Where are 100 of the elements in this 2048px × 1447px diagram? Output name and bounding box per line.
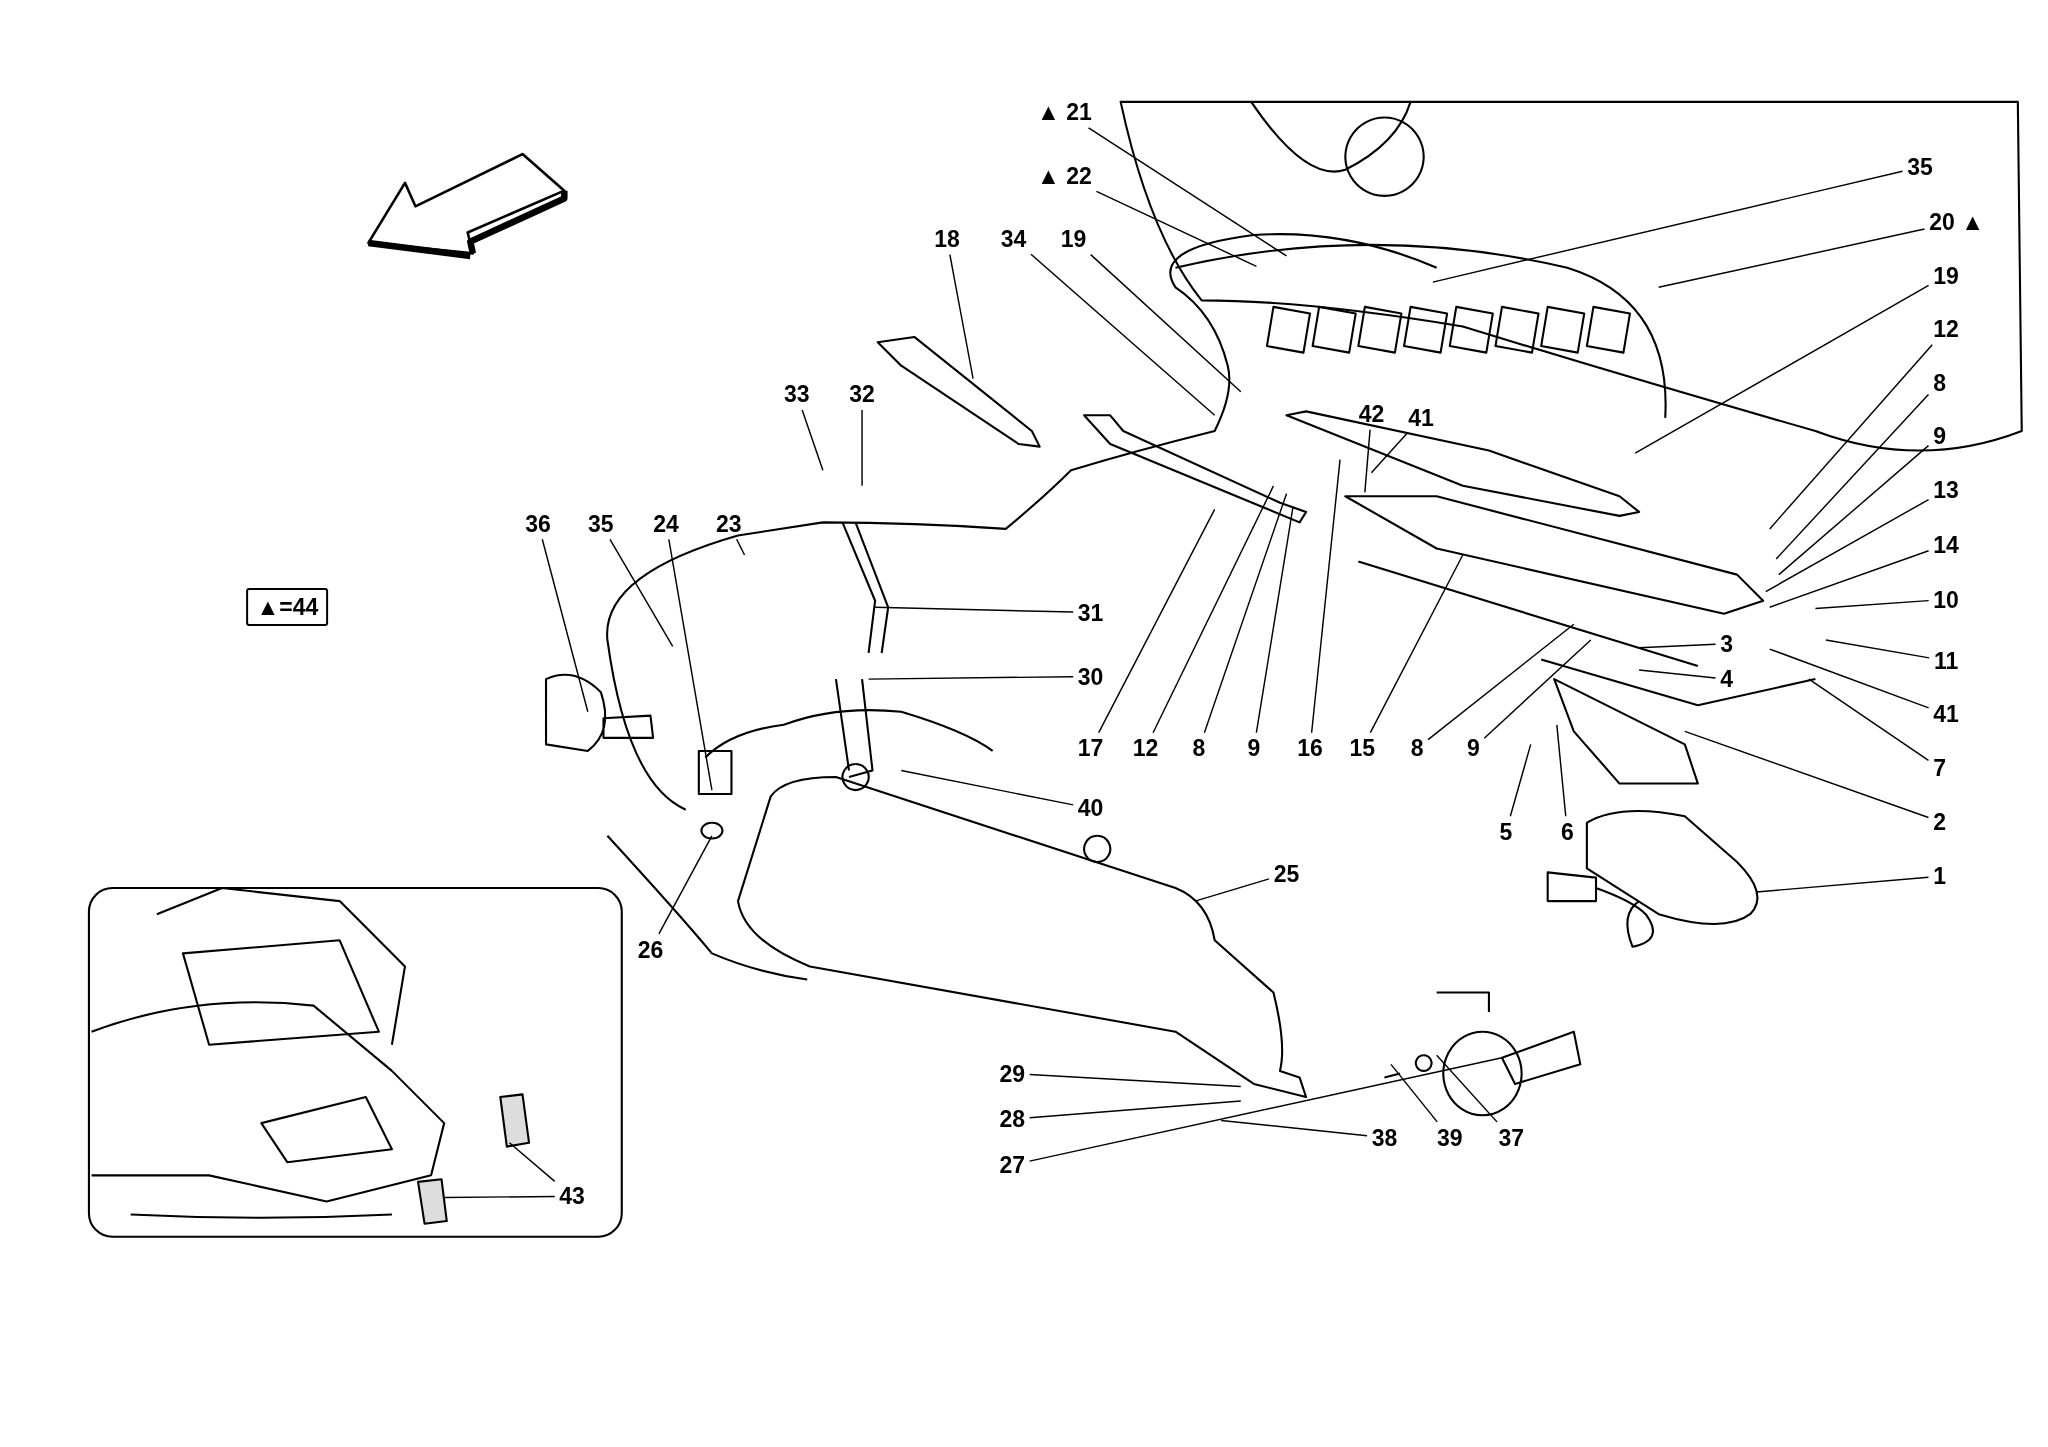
leader-line [1825,639,1930,659]
callout-number: 34 [998,226,1029,252]
leader-line [1028,1073,1242,1088]
callout-number: 38 [1369,1124,1400,1151]
leader-line [1369,554,1464,734]
callout-number: 13 [1931,476,1961,503]
callout-number: 40 [1075,795,1106,822]
callout-number: 8 [1931,369,1948,396]
callout-number: 15 [1347,735,1378,762]
leader-line [668,538,713,791]
callout-number: 9 [1245,735,1263,762]
callout-number: 43 [557,1183,587,1210]
callout-number: 19 [1931,262,1961,289]
callout-number: 14 [1931,531,1961,558]
leader-line [1194,878,1270,902]
leader-line [1255,506,1294,734]
leader-line [1370,432,1408,474]
leader-line [1220,1119,1368,1137]
leader-line [658,835,713,935]
callout-number: 41 [1406,404,1436,431]
callout-number: 25 [1271,860,1302,887]
leader-line [443,1195,556,1199]
leader-line [861,409,863,487]
front-compartment-drawing [90,887,531,1225]
leader-line [1364,428,1371,494]
callout-number: 8 [1408,735,1426,762]
callout-number: 3 [1718,630,1736,657]
leader-line [867,675,1074,680]
leader-line [1769,648,1930,709]
leader-line [1483,639,1592,739]
leader-line [1152,485,1275,734]
callout-number: 18 [932,226,962,252]
callout-number: 17 [1075,735,1106,762]
callout-number: 9 [1931,423,1948,450]
leader-line [801,409,824,471]
callout-number: 12 [1931,316,1961,343]
leader-line [609,538,674,648]
leader-line [1778,444,1930,576]
callout-number: 8 [1190,735,1208,762]
leader-line [1769,550,1930,608]
callout-number: ▲ 22 [1035,163,1094,190]
leader-line [1634,284,1930,454]
callout-number: 20 ▲ [1927,209,1986,236]
callout-number: 32 [847,381,877,408]
callout-number: 36 [523,510,553,537]
leader-line [1390,1063,1438,1123]
callout-number: 23 [714,510,744,537]
leader-line [541,538,589,713]
leader-line [1095,190,1258,268]
callout-number: 41 [1931,701,1961,728]
callout-number: 30 [1075,663,1106,690]
leader-line [1509,743,1532,817]
callout-number: 39 [1435,1124,1465,1151]
leader-line [1769,344,1933,530]
callout-number: 4 [1718,666,1736,693]
leader-line [1775,393,1930,560]
callout-number: 42 [1356,401,1387,428]
leader-line [1755,876,1930,893]
leader-line [1814,599,1930,610]
leader-line [1684,730,1930,819]
callout-number: 6 [1558,819,1576,845]
callout-number: 7 [1931,755,1948,781]
leader-line [1765,498,1930,593]
leader-line [735,538,746,556]
leader-line [949,253,974,380]
leader-line [900,769,1074,806]
leader-line [874,606,1074,613]
leader-line [1435,1054,1498,1123]
callout-number: ▲ 21 [1035,99,1094,126]
leader-line [1638,643,1717,649]
leader-line [1030,253,1216,416]
callout-number: 24 [651,510,681,537]
leader-line [1427,623,1575,741]
leader-line [1087,127,1288,257]
leader-line [1090,253,1242,393]
callout-number: 1 [1931,863,1948,890]
callout-number: 33 [781,381,812,408]
callout-number: 27 [997,1152,1028,1179]
callout-number: 29 [997,1060,1028,1087]
leader-line [1310,458,1341,734]
callout-number: 2 [1931,808,1948,835]
leader-line [1657,228,1926,289]
callout-number: 12 [1130,735,1161,762]
callout-number: 9 [1464,735,1482,762]
callout-number: 35 [1905,154,1935,181]
leader-line [1638,669,1717,679]
note-box: ▲=44 [246,588,329,627]
leader-line [1432,170,1904,283]
leader-line [508,1142,556,1183]
callout-number: 10 [1931,586,1961,613]
leader-line [1028,1057,1503,1162]
leader-line [1203,492,1288,734]
leader-line [1556,724,1567,817]
callout-number: 37 [1496,1124,1526,1151]
callout-number: 5 [1497,819,1515,845]
leader-line [1098,508,1216,734]
callout-number: 16 [1295,735,1325,762]
callout-number: 26 [635,936,666,963]
leader-line [1028,1100,1242,1119]
callout-number: 31 [1075,599,1106,626]
